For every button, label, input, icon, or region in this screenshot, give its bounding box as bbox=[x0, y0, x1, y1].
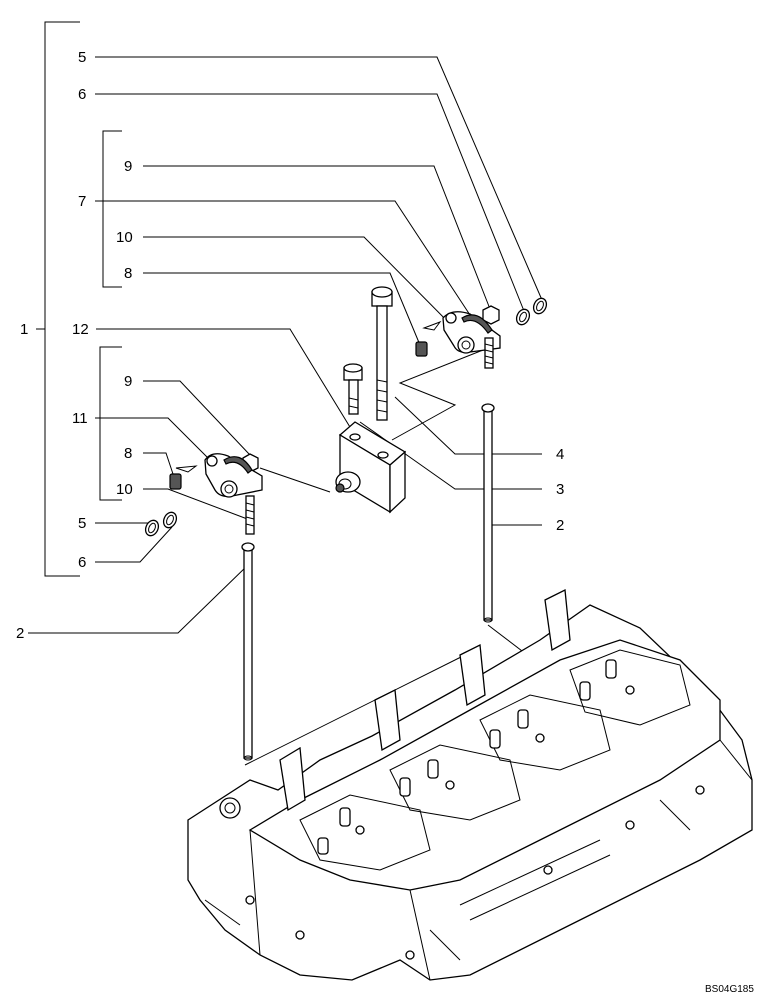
push-rods bbox=[241, 403, 495, 761]
plug-screw-lower-8 bbox=[169, 473, 182, 490]
callout-labels: 5 6 9 7 10 8 1 12 9 11 8 10 5 6 2 4 3 2 bbox=[16, 49, 564, 642]
washer-upper-6 bbox=[515, 308, 531, 326]
leader-lines bbox=[28, 56, 561, 766]
lower-rocker-assembly bbox=[144, 453, 263, 537]
callout-right-2: 2 bbox=[556, 517, 564, 534]
push-rod-left bbox=[241, 542, 255, 761]
callout-top-10: 10 bbox=[116, 229, 133, 246]
push-rod-right bbox=[481, 403, 495, 623]
callout-mid-9: 9 bbox=[124, 373, 132, 390]
callout-mid-5: 5 bbox=[78, 515, 86, 532]
callout-11: 11 bbox=[72, 410, 88, 427]
callout-top-7: 7 bbox=[78, 193, 86, 210]
washer-lower-6 bbox=[162, 511, 178, 529]
rocker-pivot-upper bbox=[457, 336, 475, 354]
drawing-code: BS04G185 bbox=[705, 984, 754, 995]
rocker-pivot-lower bbox=[220, 480, 238, 498]
circlip-ring-upper-5 bbox=[532, 297, 548, 315]
callout-4: 4 bbox=[556, 446, 564, 463]
group-bracket-1 bbox=[36, 21, 80, 577]
callout-12: 12 bbox=[72, 321, 89, 338]
rocker-support-block-12 bbox=[335, 421, 407, 514]
callout-mid-10: 10 bbox=[116, 481, 133, 498]
adjust-screw-lower-10 bbox=[245, 495, 255, 535]
callout-mid-8: 8 bbox=[124, 445, 132, 462]
upper-rocker-assembly bbox=[415, 297, 548, 369]
callout-1: 1 bbox=[20, 321, 28, 338]
callout-top-5: 5 bbox=[78, 49, 86, 66]
callout-top-8: 8 bbox=[124, 265, 132, 282]
short-bolt-3 bbox=[343, 363, 363, 415]
plug-screw-upper-8 bbox=[415, 341, 428, 357]
group-bracket-upper-rocker bbox=[102, 130, 122, 288]
cylinder-head bbox=[187, 588, 753, 981]
rocker-arm-lower-11 bbox=[204, 453, 263, 498]
callout-mid-6: 6 bbox=[78, 554, 86, 571]
callout-top-6: 6 bbox=[78, 86, 86, 103]
callout-left-2: 2 bbox=[16, 625, 24, 642]
callout-top-9: 9 bbox=[124, 158, 132, 175]
long-bolt-4 bbox=[371, 286, 393, 421]
bolts bbox=[343, 286, 393, 421]
callout-3: 3 bbox=[556, 481, 564, 498]
circlip-ring-lower-5 bbox=[144, 519, 160, 537]
adjust-screw-upper-10 bbox=[484, 337, 494, 369]
group-bracket-lower-rocker bbox=[99, 346, 122, 501]
